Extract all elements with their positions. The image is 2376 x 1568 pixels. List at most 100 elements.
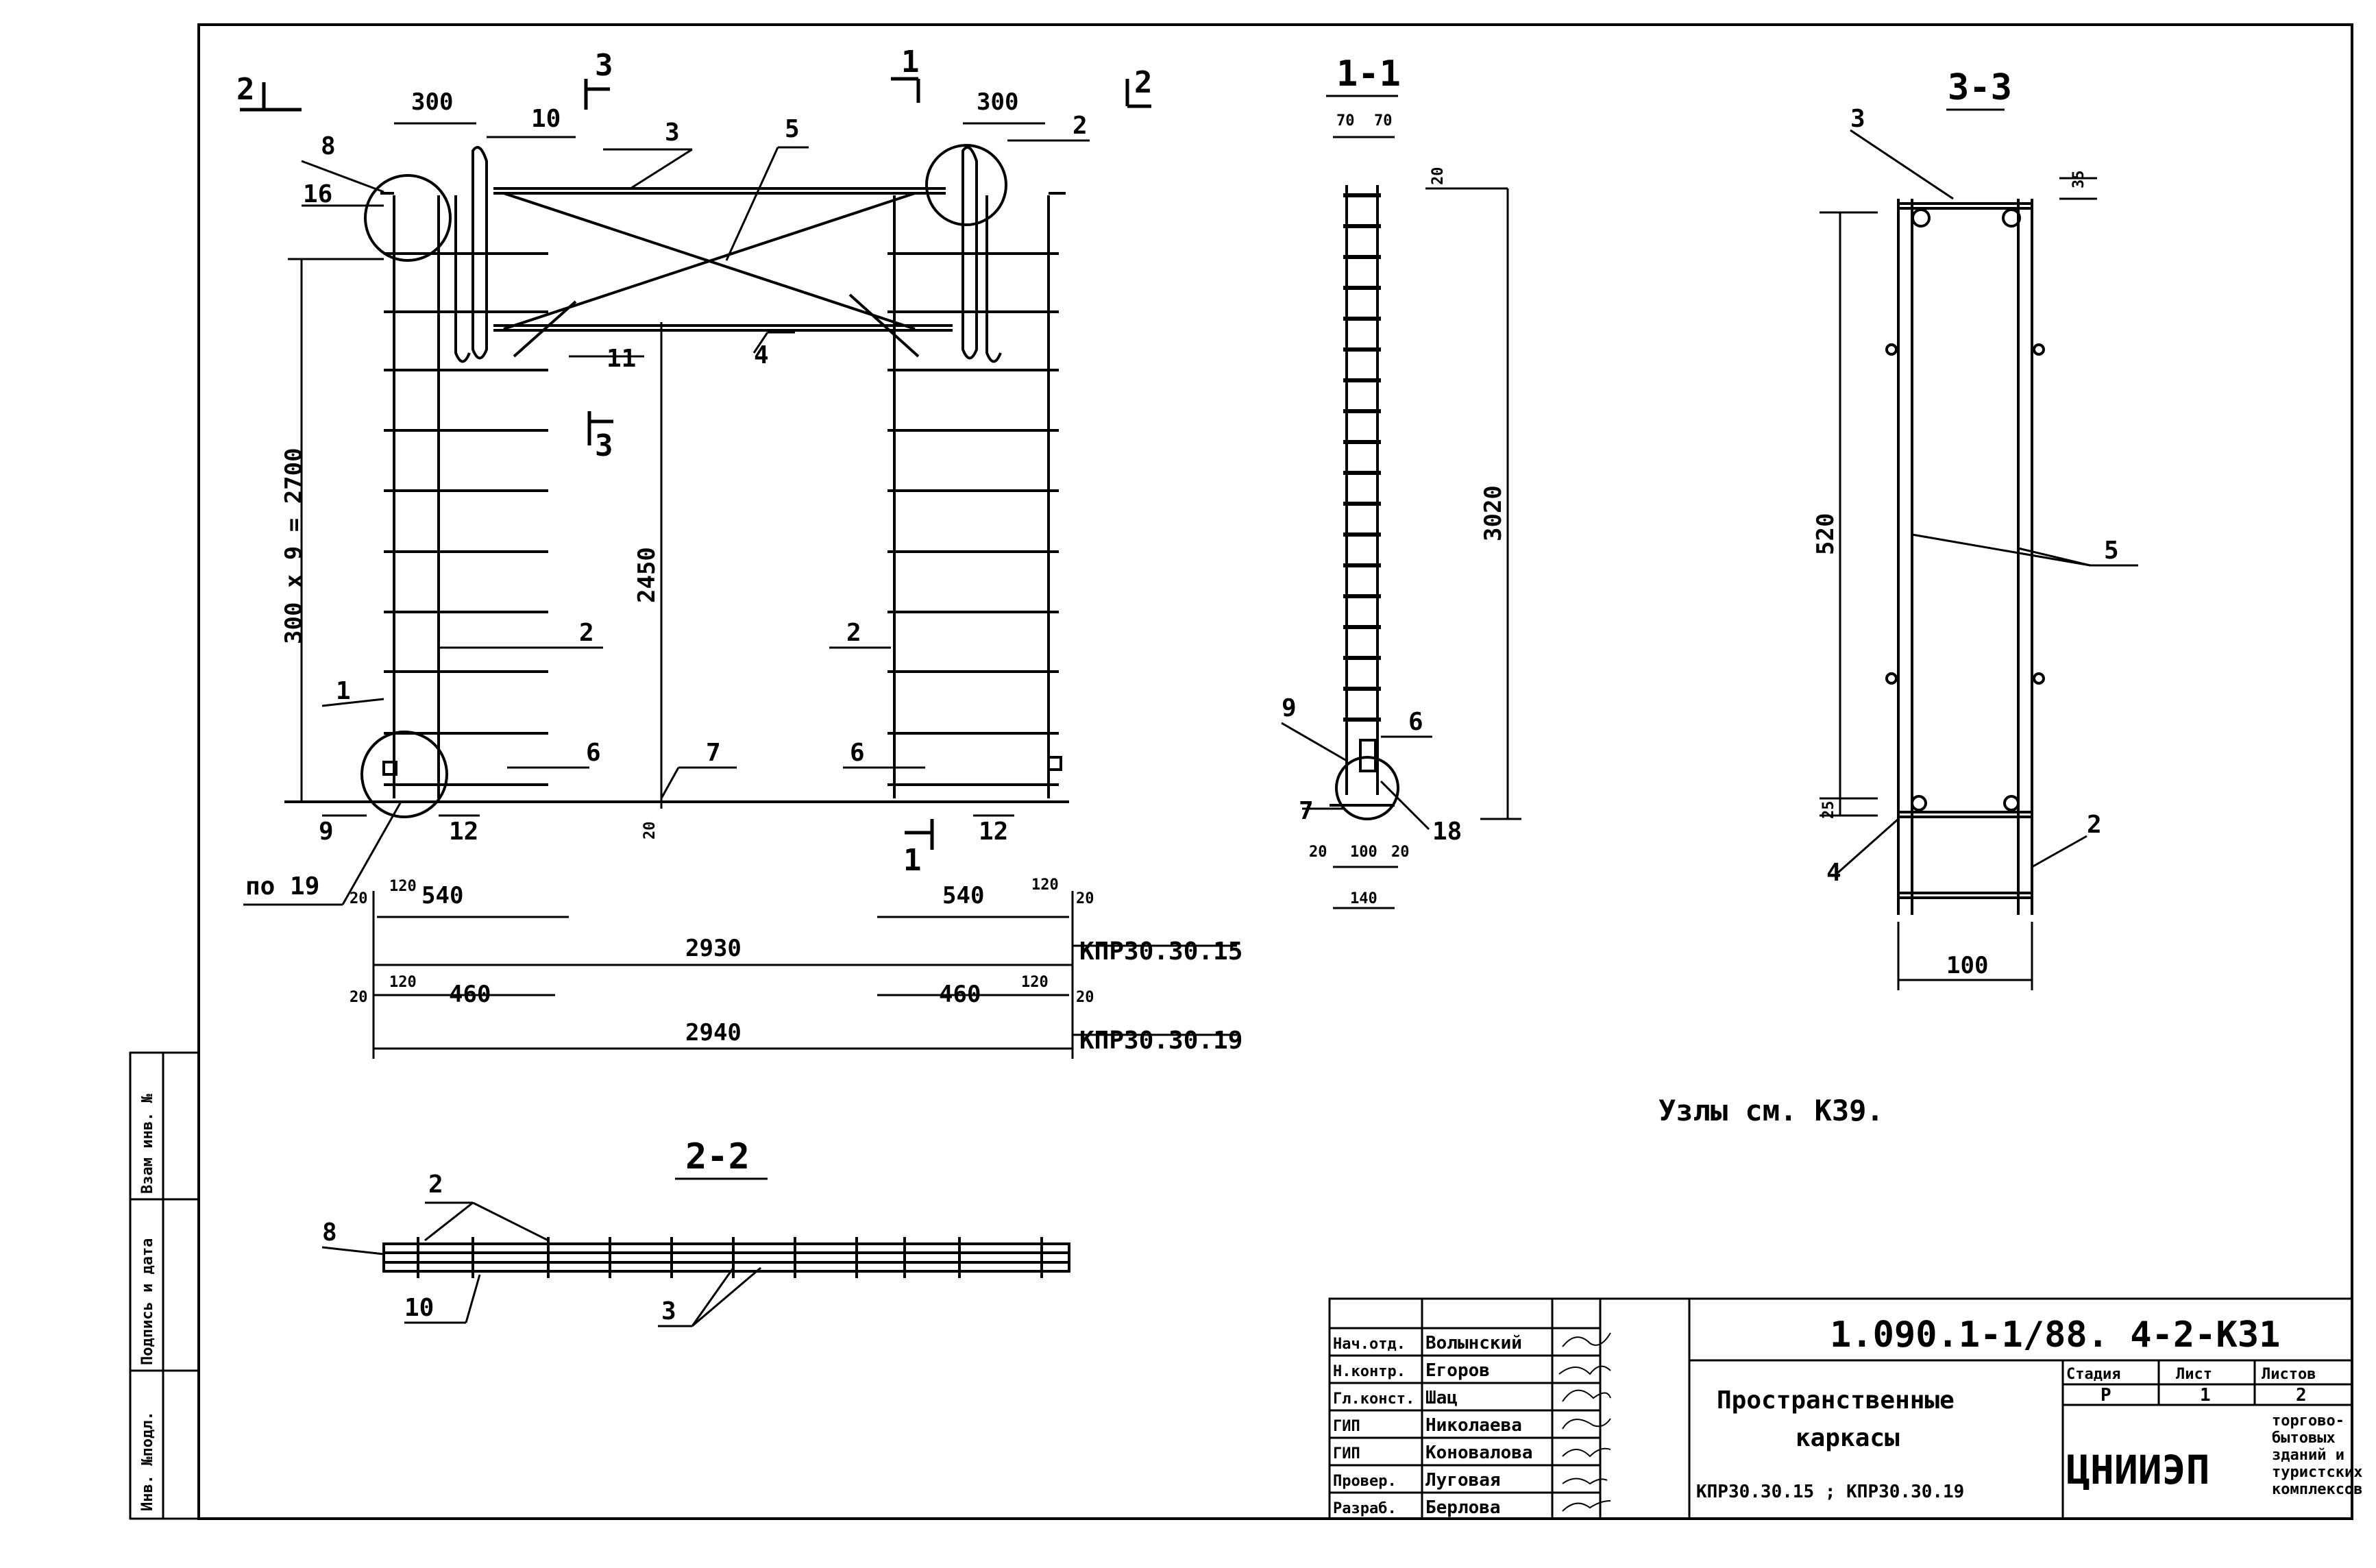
s11-callout-7: 7 xyxy=(1299,797,1314,825)
tb-sheets-header: Листов xyxy=(2262,1366,2316,1383)
section-2-2 xyxy=(382,1237,1070,1278)
dim-a-20-left: 20 xyxy=(350,890,368,907)
s33-dim-25: 25 xyxy=(1820,801,1837,820)
tb-role-6: Разраб. xyxy=(1333,1500,1397,1517)
tb-name-4: Коновалова xyxy=(1425,1443,1533,1463)
dim-bottom-offset: 20 xyxy=(641,822,659,840)
dim-b-460-right: 460 xyxy=(939,981,981,1008)
callout-2-right: 2 xyxy=(846,619,861,647)
tb-org-sub-4: комплексов xyxy=(2272,1481,2362,1498)
tb-title-2: каркасы xyxy=(1796,1424,1900,1452)
tb-name-0: Волынский xyxy=(1425,1333,1522,1353)
section-mark-3-top: 3 xyxy=(595,48,613,83)
tb-org-logo: ЦНИИЭП xyxy=(2066,1447,2210,1493)
s11-dim-20-right: 20 xyxy=(1391,844,1410,861)
s11-dim-20-left: 20 xyxy=(1309,844,1327,861)
dim-a-20-right: 20 xyxy=(1076,890,1094,907)
dim-top-right: 300 xyxy=(977,88,1018,116)
s33-callout-5: 5 xyxy=(2104,537,2119,565)
s33-dim-100: 100 xyxy=(1946,952,1988,979)
s11-dim-20-top: 20 xyxy=(1430,167,1447,186)
callout-16: 16 xyxy=(303,180,332,208)
side-stamp-sign: Подпись и дата xyxy=(139,1238,156,1365)
section-3-3-title: 3-3 xyxy=(1948,67,2012,108)
tb-name-1: Егоров xyxy=(1425,1360,1490,1381)
s11-callout-9: 9 xyxy=(1282,694,1297,722)
tb-role-5: Провер. xyxy=(1333,1473,1397,1490)
tb-name-5: Луговая xyxy=(1425,1470,1501,1491)
dim-a-120-right: 120 xyxy=(1031,877,1059,894)
s22-callout-3: 3 xyxy=(661,1297,676,1325)
s22-callout-8: 8 xyxy=(322,1218,337,1247)
front-dims xyxy=(288,122,1237,1059)
tb-stage-header: Стадия xyxy=(2066,1366,2120,1383)
section-1-1-title: 1-1 xyxy=(1336,53,1401,95)
dim-a-120-left: 120 xyxy=(389,878,417,895)
side-stamp xyxy=(129,1051,200,1520)
tb-sheet-header: Лист xyxy=(2176,1366,2212,1383)
tb-name-6: Берлова xyxy=(1425,1497,1501,1518)
s11-dim-140: 140 xyxy=(1350,890,1377,907)
dim-a-540-right: 540 xyxy=(942,882,984,909)
section-mark-3-mid: 3 xyxy=(595,428,613,463)
callout-12-right: 12 xyxy=(979,818,1008,846)
callout-2-top-right: 2 xyxy=(1073,112,1088,140)
callout-10: 10 xyxy=(531,105,561,133)
section-mark-2-top: 2 xyxy=(236,72,255,107)
callout-6-left: 6 xyxy=(586,739,601,767)
node-circles xyxy=(360,144,1062,818)
s22-callout-2: 2 xyxy=(428,1171,443,1199)
tb-title-1: Пространственные xyxy=(1717,1386,1955,1414)
s22-callout-10: 10 xyxy=(404,1294,434,1322)
tb-role-4: ГИП xyxy=(1333,1445,1360,1462)
s33-dim-35: 35 xyxy=(2070,171,2087,189)
section-2-2-leaders xyxy=(321,1177,768,1327)
section-1-1-bars xyxy=(1343,193,1381,722)
tb-role-0: Нач.отд. xyxy=(1333,1336,1406,1353)
s33-callout-3: 3 xyxy=(1850,105,1865,133)
drawing-frame xyxy=(197,23,2353,1520)
front-view xyxy=(284,146,1069,803)
section-mark-1-top: 1 xyxy=(901,45,920,79)
s33-callout-4: 4 xyxy=(1826,859,1841,887)
callout-6-right: 6 xyxy=(850,739,865,767)
dim-top-left: 300 xyxy=(411,88,453,116)
section-mark-1-bottom: 1 xyxy=(903,843,922,878)
tb-org-sub-2: зданий и xyxy=(2272,1447,2344,1464)
tb-org-sub-3: туристских xyxy=(2272,1464,2362,1481)
tb-title-3: КПР30.30.15 ; КПР30.30.19 xyxy=(1696,1482,1964,1502)
s11-callout-6: 6 xyxy=(1408,708,1423,736)
tb-role-1: Н.контр. xyxy=(1333,1363,1406,1380)
callout-po-19: по 19 xyxy=(245,872,319,901)
section-1-1-dims xyxy=(1281,95,1521,909)
tb-doc-code: 1.090.1-1/88. 4-2-К31 xyxy=(1830,1314,2280,1356)
dim-b-20-left: 20 xyxy=(350,989,368,1006)
mark-a: КПР30.30.15 xyxy=(1079,938,1242,966)
tb-org-sub-0: торгово- xyxy=(2272,1412,2344,1430)
callout-7: 7 xyxy=(706,739,721,767)
callout-5: 5 xyxy=(785,115,800,143)
mark-b: КПР30.30.19 xyxy=(1079,1027,1242,1055)
s11-callout-18: 18 xyxy=(1432,818,1462,846)
section-3-3 xyxy=(1885,199,2045,915)
dim-overall-a: 2930 xyxy=(685,935,742,962)
s11-dim-70-b: 70 xyxy=(1374,112,1393,130)
callout-3: 3 xyxy=(665,119,680,147)
callout-1: 1 xyxy=(336,677,351,705)
callout-4: 4 xyxy=(754,341,769,369)
title-block xyxy=(1328,1297,2353,1520)
tb-role-2: Гл.конст. xyxy=(1333,1391,1414,1408)
signatures xyxy=(1558,1332,1611,1512)
section-3-3-dims xyxy=(1820,108,2138,990)
side-stamp-vzam: Взам инв. № xyxy=(139,1094,156,1194)
dim-vertical-spacing: 300 x 9 = 2700 xyxy=(280,448,308,644)
callout-2-left: 2 xyxy=(579,619,594,647)
dim-b-120-left: 120 xyxy=(389,974,417,991)
callout-11: 11 xyxy=(607,345,636,373)
s33-dim-520: 520 xyxy=(1812,513,1839,555)
tb-name-3: Николаева xyxy=(1425,1415,1522,1436)
s33-callout-2: 2 xyxy=(2087,811,2102,839)
s11-dim-100: 100 xyxy=(1350,844,1377,861)
front-leaders xyxy=(243,136,1090,906)
